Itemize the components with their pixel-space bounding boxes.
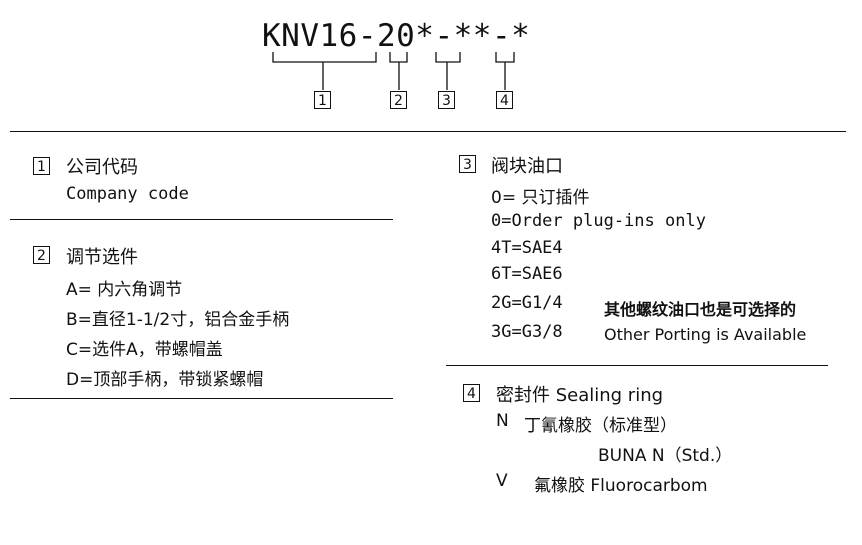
section1-marker: 1 [33,157,50,175]
marker-box-1: 1 [314,91,331,109]
section2-line-3: C=选件A，带螺帽盖 [66,340,223,360]
section2-line-1: A= 内六角调节 [66,280,183,300]
model-code: KNV16-20*-**-* [262,18,531,54]
bracket-4 [495,52,515,63]
bracket-3 [435,52,461,63]
section3-marker: 3 [459,155,476,173]
section4-v-desc: 氟橡胶 Fluorocarbom [534,476,708,496]
section1-title: 公司代码 [66,157,138,178]
section3-note-cn: 其他螺纹油口也是可选择的 [604,300,797,319]
marker-box-4: 4 [496,91,513,109]
section2-line-2: B=直径1-1/2寸，铝合金手柄 [66,310,290,330]
section3-note-en: Other Porting is Available [604,325,807,344]
section3-line-1: 0= 只订插件 [491,188,590,208]
section2-divider [10,398,393,399]
section4-v-code: V [496,471,508,491]
section3-line-6: 3G=G3/8 [491,322,563,342]
section3-line-4: 6T=SAE6 [491,264,563,284]
section4-n-en: BUNA N（Std.） [598,446,733,466]
marker-box-2: 2 [390,91,407,109]
section3-title: 阀块油口 [491,156,563,177]
section2-marker: 2 [33,246,50,264]
section3-line-2: 0=Order plug-ins only [491,211,706,231]
section1-divider [10,219,393,220]
section2-line-4: D=顶部手柄，带锁紧螺帽 [66,370,264,390]
section4-n-code: N [496,411,509,431]
top-divider [10,131,846,132]
section4-marker: 4 [463,384,480,402]
section3-divider [446,365,828,366]
bracket-1 [272,52,377,63]
marker-box-3: 3 [438,91,455,109]
section3-line-3: 4T=SAE4 [491,238,563,258]
section4-n-cn: 丁氰橡胶（标准型） [524,416,677,436]
section3-line-5: 2G=G1/4 [491,293,563,313]
section4-title: 密封件 Sealing ring [496,385,664,406]
section1-line-1: Company code [66,184,189,204]
section2-title: 调节选件 [66,247,138,268]
bracket-2 [389,52,408,63]
